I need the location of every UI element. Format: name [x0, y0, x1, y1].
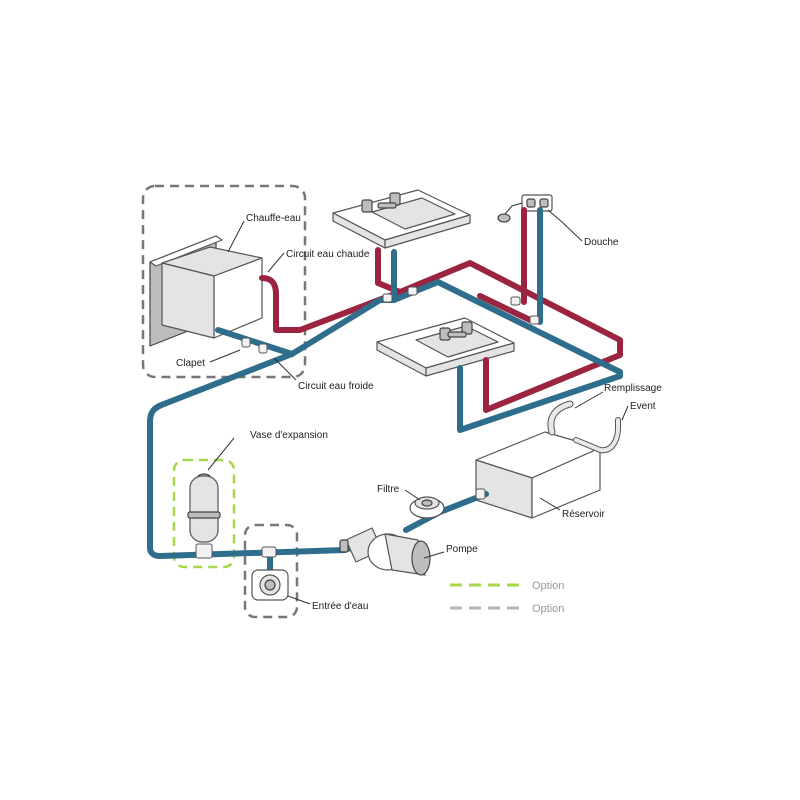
- sink-upper: [332, 189, 471, 249]
- water-inlet-fitting: [251, 569, 289, 601]
- label-douche: Douche: [584, 237, 619, 248]
- reservoir-tank: [475, 400, 621, 519]
- label-clapet: Clapet: [176, 358, 205, 369]
- label-pompe: Pompe: [446, 544, 478, 555]
- label-chauffe-eau: Chauffe-eau: [246, 213, 301, 224]
- water-inlet-option-box: [243, 523, 299, 619]
- legend-label-grey: Option: [532, 603, 564, 615]
- label-reservoir: Réservoir: [562, 509, 605, 520]
- legend-label-green: Option: [532, 580, 564, 592]
- filter: [409, 496, 445, 519]
- legend: Option Option: [450, 580, 564, 615]
- label-circuit-eau-froide: Circuit eau froide: [298, 381, 374, 392]
- label-filtre: Filtre: [377, 484, 400, 495]
- pipe-fittings: [241, 286, 540, 558]
- leader-lines: [207, 209, 629, 605]
- cold-water-circuit: [147, 207, 623, 575]
- expansion-vessel-option-box: [172, 458, 236, 569]
- water-heater: [149, 235, 263, 347]
- hot-water-circuit: [259, 207, 623, 413]
- label-remplissage: Remplissage: [604, 383, 662, 394]
- shower: [497, 194, 553, 223]
- label-vase-expansion: Vase d'expansion: [250, 430, 328, 441]
- label-entree-eau: Entrée d'eau: [312, 601, 368, 612]
- pump: [339, 527, 431, 576]
- expansion-vessel: [187, 473, 221, 559]
- label-event: Event: [630, 401, 656, 412]
- water-heater-option-box: [141, 184, 307, 379]
- label-circuit-eau-chaude: Circuit eau chaude: [286, 249, 370, 260]
- sink-lower: [376, 317, 515, 377]
